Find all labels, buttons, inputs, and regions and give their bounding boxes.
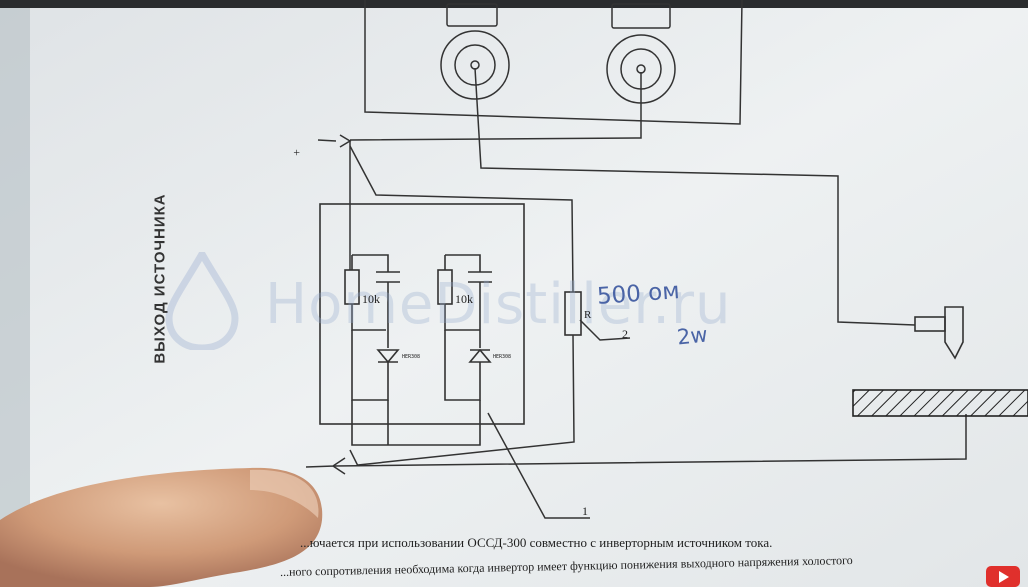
inverter-box bbox=[364, 0, 743, 125]
watermark-text: HomeDistiller.ru bbox=[265, 272, 732, 337]
diode-right-label: HER308 bbox=[493, 354, 512, 360]
handwritten-power: 2w bbox=[675, 322, 709, 350]
pointer-label-2: 2 bbox=[622, 327, 628, 341]
pole-top-label: + bbox=[289, 149, 304, 156]
resistor-left-label: 10k bbox=[362, 292, 380, 306]
caption-line-1: ...ючается при использовании ОССД-300 со… bbox=[300, 535, 773, 550]
watermark-drop-icon bbox=[165, 252, 239, 350]
resistor-r-label: R bbox=[584, 309, 592, 321]
diode-left-label: HER308 bbox=[402, 354, 421, 360]
resistor-right-label: 10k bbox=[455, 292, 473, 306]
electrode-torch bbox=[914, 306, 964, 360]
protection-module bbox=[319, 203, 525, 446]
finger bbox=[0, 467, 323, 587]
pointer-label-1: 1 bbox=[582, 504, 588, 518]
wiring bbox=[305, 67, 967, 519]
workpiece bbox=[852, 389, 1028, 417]
vertical-title: ВЫХОД ИСТОЧНИКА bbox=[151, 193, 169, 364]
youtube-icon[interactable] bbox=[986, 566, 1020, 587]
resistor-r bbox=[564, 291, 582, 336]
